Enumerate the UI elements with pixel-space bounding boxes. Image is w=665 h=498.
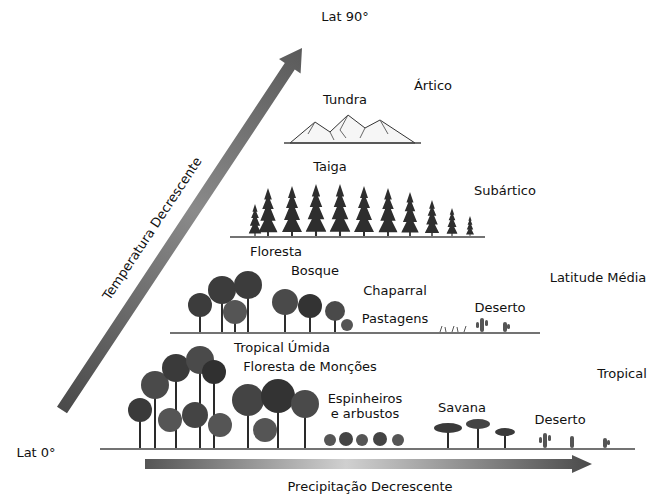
- band-outline: [281, 35, 425, 145]
- biome-name: Tundra: [323, 92, 367, 107]
- latitude-band: TropicalTropical ÚmidaFloresta de Monçõe…: [95, 336, 640, 452]
- mid-latitude-vegetation: [170, 271, 540, 333]
- latitude-band: SubárticoTaiga: [223, 145, 491, 240]
- biome-name: Floresta: [250, 244, 302, 259]
- biome-name: Taiga: [313, 159, 347, 174]
- band-polygon: [281, 35, 425, 145]
- band-outline: [165, 240, 558, 336]
- band-polygon: [165, 240, 558, 336]
- biome-name: Tropical Úmida: [234, 340, 330, 355]
- zone-name: Latitude Média: [550, 270, 647, 285]
- biome-name: Bosque: [291, 263, 339, 278]
- biome-name: Deserto: [534, 412, 585, 427]
- biome-name: Chaparral: [363, 283, 427, 298]
- precipitation-arrow: [145, 455, 592, 473]
- biome-name: Espinheiros e arbustos: [324, 391, 406, 421]
- zone-name: Ártico: [414, 78, 452, 93]
- tropical-vegetation: [100, 346, 635, 449]
- zone-name: Subártico: [474, 183, 536, 198]
- zone-name: Tropical: [597, 366, 647, 381]
- latitude-band: ÁrticoTundra: [281, 35, 425, 145]
- latitude-label: Lat 0°: [16, 445, 55, 460]
- band-polygon: [95, 336, 640, 452]
- band-polygon: [223, 145, 491, 240]
- tundra-mountains: [284, 115, 421, 143]
- band-outline: [223, 145, 491, 240]
- biome-name: Savana: [438, 400, 486, 415]
- biome-name: Floresta de Monções: [243, 359, 377, 374]
- biome-name: Pastagens: [362, 311, 428, 326]
- taiga-conifers: [230, 184, 485, 237]
- axis-label: Precipitação Decrescente: [287, 479, 452, 494]
- latitude-band: Latitude MédiaFlorestaBosqueChaparralPas…: [165, 240, 558, 336]
- biome-name: Deserto: [474, 300, 525, 315]
- latitude-label: Lat 90°: [321, 9, 368, 24]
